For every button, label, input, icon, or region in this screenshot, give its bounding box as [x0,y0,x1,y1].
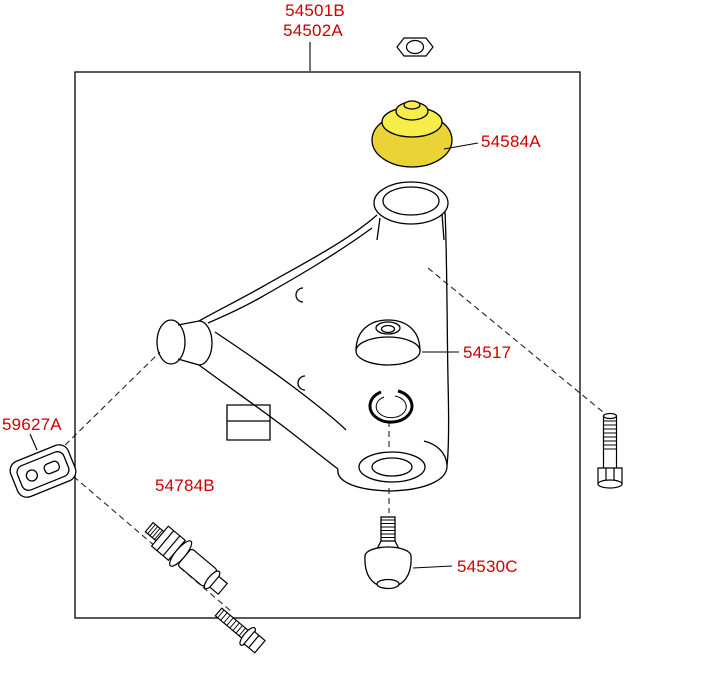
control-arm [156,181,450,492]
ball-joint-stud [380,516,396,542]
snap-ring-outer [368,389,414,424]
bushing-top [381,100,443,138]
flange-bolt-head-line [248,635,260,649]
arm-neck-lines [376,213,445,241]
arm-top-ring-inner [382,186,440,216]
leader-line-54584A [443,142,479,150]
arm-inner-detail-upper [207,227,373,324]
bracket-hole [25,469,39,482]
arm-left-bushing-inner [198,320,213,366]
arm-upper-edge [198,214,378,322]
bracket-59627A [9,444,77,498]
ball-joint-bottom [376,578,400,590]
label-54517[interactable]: 54517 [463,343,511,362]
arm-balljoint-hole-inner [371,457,413,477]
bushing-54584A [371,100,453,168]
ball-joint-54530C [364,516,412,590]
snap-ring [368,389,414,424]
stay-bolt-end [208,575,229,596]
flange-bolt-bottom [214,607,266,654]
assembly-bounding-box [74,71,581,619]
arm-bushing-tube-lines [177,320,200,366]
hex-nut-hole [405,39,425,55]
label-54784B[interactable]: 54784B [155,476,215,495]
label-54502A[interactable]: 54502A [283,21,343,40]
part-labels: 54501B 54502A 54584A 54517 59627A 54784B… [2,1,541,576]
label-59627A[interactable]: 59627A [2,415,62,434]
leader-line-54530C [412,565,453,569]
label-54584A[interactable]: 54584A [481,132,541,151]
leader-line-59627A [29,433,38,451]
side-bolt-top [602,412,618,420]
arm-hole-mark-upper [295,287,304,303]
arm-top-ring-outer [373,181,449,225]
label-54530C[interactable]: 54530C [457,557,518,576]
arm-mount-tab [226,404,271,441]
label-54501B[interactable]: 54501B [285,1,345,20]
arm-inner-detail-lower [214,331,347,431]
stay-bolt-hex-lines [156,530,181,557]
dust-cover-54517 [355,319,421,366]
bracket-slot [43,460,61,475]
arm-bottom-plate [337,440,448,492]
side-bolt-head-base [597,479,623,489]
arm-right-edge [444,211,450,466]
bushing-cap-ellipse [403,100,421,110]
arm-left-bushing-end [156,319,186,365]
side-bolt-threads [604,420,617,450]
snap-ring-inner [375,395,407,419]
label-leader-lines [29,42,479,569]
ball-joint-stud-threads [381,519,395,538]
arm-lower-edge [198,364,339,470]
arm-balljoint-hole-outer [358,451,426,483]
stay-bolt-tip-threads [147,524,163,540]
side-bolt [597,412,623,489]
dust-cover-base [355,336,421,366]
stay-bolt-54784B [144,521,229,596]
dust-cover-top-hole [380,324,396,334]
arm-hole-mark-lower [297,375,306,391]
flange-bolt-threads [217,609,246,637]
dashed-line-arm-to-side-bolt [427,267,604,413]
hex-nut [396,37,434,57]
